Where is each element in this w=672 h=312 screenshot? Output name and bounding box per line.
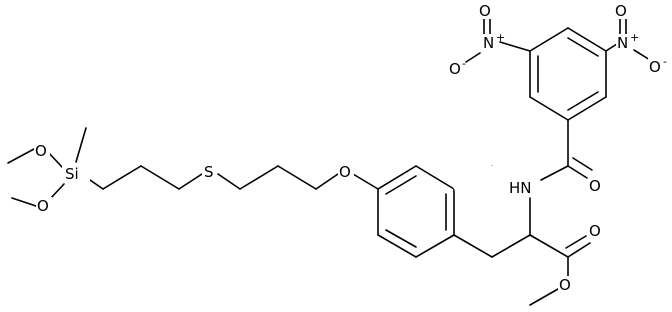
atom-o-nitro-right-minus: O [649, 58, 661, 76]
ring2-double-3 [567, 91, 599, 111]
bond-amide-double-b [572, 157, 593, 171]
atom-nh: HN [509, 179, 532, 197]
bond-o-ring [352, 173, 379, 190]
bond-methyl-o-upper [7, 148, 35, 164]
charge-n-nitro-right: + [630, 31, 639, 44]
charge-n-nitro-left: + [496, 31, 505, 44]
ring1-double-3 [385, 229, 417, 248]
atom-o-ester-alkoxy: O [559, 276, 571, 294]
atom-si: Si [65, 165, 79, 183]
bond-ring2-n-left [499, 41, 531, 52]
atom-s: S [204, 163, 214, 181]
bond-ester-methyl [529, 288, 559, 306]
ring1-bond-b [415, 165, 455, 190]
ring1-double-1 [385, 175, 417, 195]
bond-chain-5 [239, 165, 279, 190]
bond-o-lower-si [49, 183, 65, 200]
charge-o-nitro-right: - [663, 55, 667, 68]
ring2-bond-d [567, 27, 607, 52]
atom-o-nitro-right-top: O [615, 2, 627, 20]
bond-n-right-o-minus [633, 49, 651, 61]
atom-o-nitro-left-minus: O [449, 60, 461, 78]
bond-calpha-cester [529, 234, 569, 258]
bond-o-upper-si [47, 151, 63, 168]
ring2-double-2 [567, 37, 599, 57]
bond-methyl-o-lower [11, 197, 37, 207]
atom-o-nitro-left-top: O [479, 2, 491, 20]
bond-network-right [453, 17, 651, 306]
bond-n-left-o-minus [465, 52, 481, 63]
ring1-bond-a [377, 165, 417, 190]
atom-o-ether: O [339, 163, 351, 181]
ring2-bond-a [529, 96, 569, 121]
bond-ester-double-a [567, 242, 591, 258]
bond-chain-4 [217, 173, 241, 190]
atom-o-methoxy-upper: O [35, 142, 47, 160]
bond-chain-7 [315, 173, 339, 190]
ring2-bond-c [529, 27, 569, 52]
bond-si-ch2 [89, 179, 104, 190]
bond-chain-1 [102, 165, 142, 190]
bond-si-methyl [75, 127, 87, 163]
bond-ch2-calpha-true [491, 234, 531, 258]
bond-ring-ch2-true [453, 234, 493, 258]
bond-chain-6 [277, 165, 317, 190]
ring1-bond-e [377, 234, 417, 258]
atom-o-methoxy-lower: O [37, 197, 49, 215]
atom-labels: O O Si S O HN O O O N + O O - N + O O [34, 2, 667, 294]
bond-network [7, 127, 531, 258]
atom-n-nitro-left: N [483, 34, 494, 52]
ring1-bond-d [415, 234, 455, 258]
bond-ester-double-b [565, 235, 587, 249]
atom-n-nitro-right: N [617, 34, 628, 52]
charge-o-nitro-left: - [462, 57, 466, 70]
bond-chain-3 [178, 173, 203, 190]
bond-nh-camide [540, 165, 569, 181]
ring2-bond-f [567, 96, 607, 121]
atom-o-ester-carbonyl: O [589, 222, 601, 240]
bond-amide-double-a [567, 165, 588, 179]
bond-chain-2 [140, 165, 180, 190]
atom-o-amide: O [589, 177, 601, 195]
